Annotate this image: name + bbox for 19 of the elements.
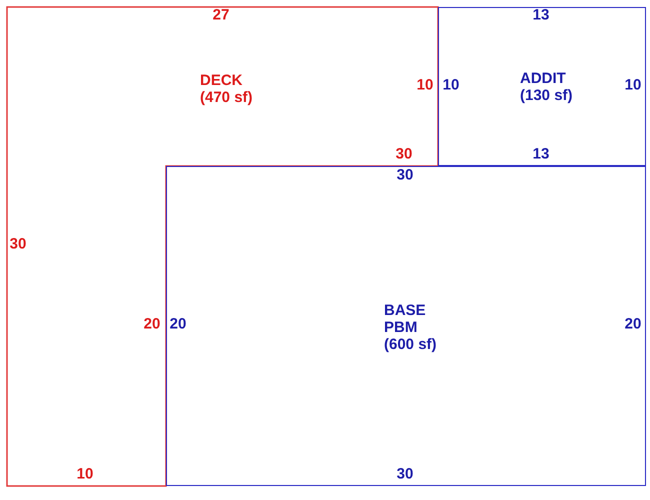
dimension-label: 20 [170, 316, 186, 332]
dimension-label: 13 [532, 146, 550, 162]
dimension-label: 30 [10, 236, 26, 252]
room-outline [166, 166, 646, 486]
dimension-label: 30 [396, 146, 412, 162]
dimension-label: 30 [396, 466, 414, 482]
dimension-label: 20 [624, 316, 642, 332]
addition-outline [438, 7, 646, 166]
dimension-label: 13 [532, 6, 550, 24]
dimension-label: 10 [624, 76, 642, 94]
dimension-label: 27 [212, 6, 230, 24]
area-label: ADDIT (130 sf) [520, 70, 574, 104]
dimension-label: 30 [396, 166, 414, 184]
dimension-label: 20 [144, 316, 160, 332]
dimension-label: 10 [416, 76, 434, 94]
area-label: DECK (470 sf) [200, 72, 254, 106]
dimension-label: 10 [76, 466, 94, 482]
dimension-label: 10 [442, 76, 460, 94]
area-label: BASE PBM (600 sf) [384, 302, 438, 353]
